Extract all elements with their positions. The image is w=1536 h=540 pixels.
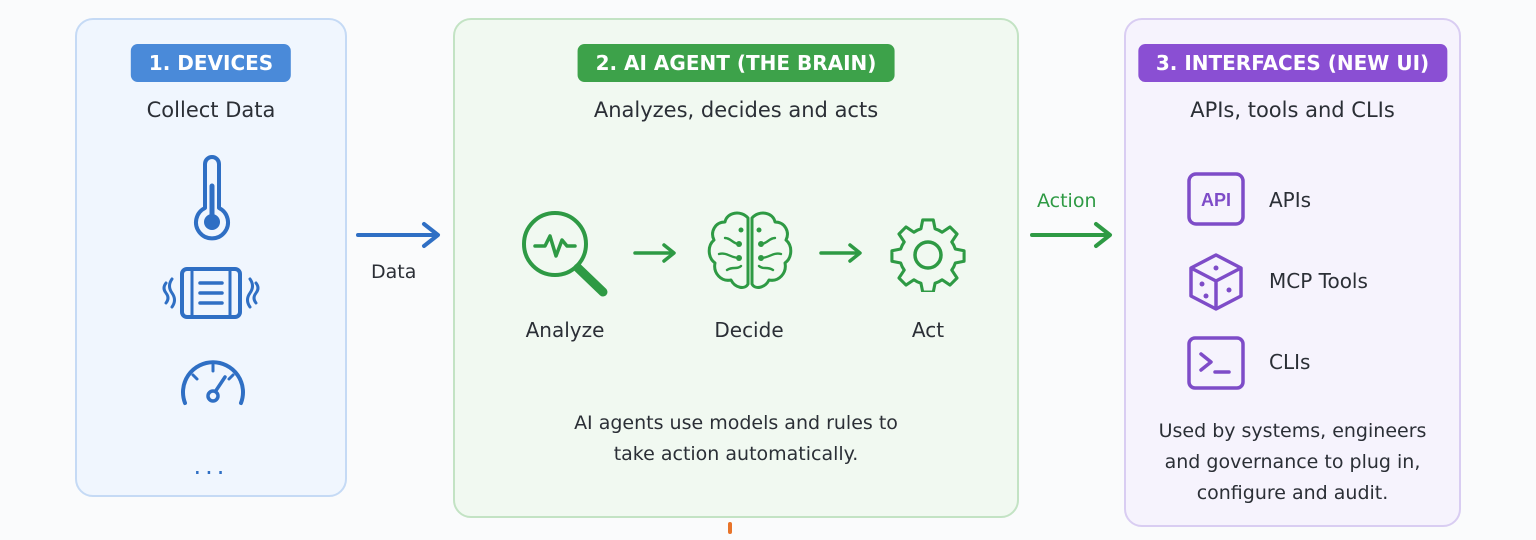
step-arrow-2 [819, 243, 862, 263]
step-label-act: Act [911, 318, 945, 342]
data-flow-label: Data [371, 261, 417, 283]
interface-label-clis: CLIs [1269, 350, 1311, 374]
ai-agent-note: AI agents use models and rules to take a… [455, 408, 1017, 470]
ai-agent-note-line-1: AI agents use models and rules to [574, 412, 898, 434]
interfaces-note-line-1: Used by systems, engineers [1158, 420, 1427, 442]
cube-icon [1189, 253, 1243, 311]
ai-agent-subtitle: Analyzes, decides and acts [593, 98, 879, 122]
gear-icon [890, 218, 966, 292]
step-label-analyze: Analyze [525, 318, 605, 342]
devices-panel: 1. DEVICES Collect Data ... [75, 18, 347, 497]
devices-subtitle: Collect Data [146, 98, 276, 122]
magnifier-pulse-icon [522, 211, 608, 297]
ai-agent-note-line-2: take action automatically. [613, 443, 859, 465]
interfaces-note-line-2: and governance to plug in, [1164, 451, 1421, 473]
interfaces-subtitle: APIs, tools and CLIs [1190, 98, 1395, 122]
orange-marker [728, 522, 732, 534]
interfaces-panel: 3. INTERFACES (NEW UI) APIs, tools and C… [1124, 18, 1461, 527]
interfaces-note-line-3: configure and audit. [1196, 482, 1389, 504]
terminal-icon [1187, 336, 1245, 390]
api-icon: API [1187, 172, 1245, 226]
interface-label-apis: APIs [1269, 188, 1312, 212]
ai-agent-panel: 2. AI AGENT (THE BRAIN) Analyzes, decide… [453, 18, 1019, 518]
brain-icon [707, 211, 793, 289]
interface-label-mcp-tools: MCP Tools [1269, 269, 1368, 293]
action-arrow [1030, 222, 1112, 248]
ai-agent-badge: 2. AI AGENT (THE BRAIN) [577, 44, 895, 82]
step-label-decide: Decide [714, 318, 784, 342]
vibration-sensor-icon [162, 267, 260, 319]
interfaces-badge: 3. INTERFACES (NEW UI) [1137, 44, 1448, 82]
interfaces-note: Used by systems, engineers and governanc… [1126, 416, 1459, 509]
gauge-icon [181, 360, 245, 405]
devices-badge: 1. DEVICES [130, 44, 292, 82]
thermometer-icon [194, 155, 230, 241]
action-flow-label: Action [1037, 190, 1097, 212]
api-icon-text: API [1201, 190, 1231, 210]
data-arrow [356, 222, 440, 248]
step-arrow-1 [633, 243, 676, 263]
devices-more-indicator: ... [193, 452, 229, 480]
